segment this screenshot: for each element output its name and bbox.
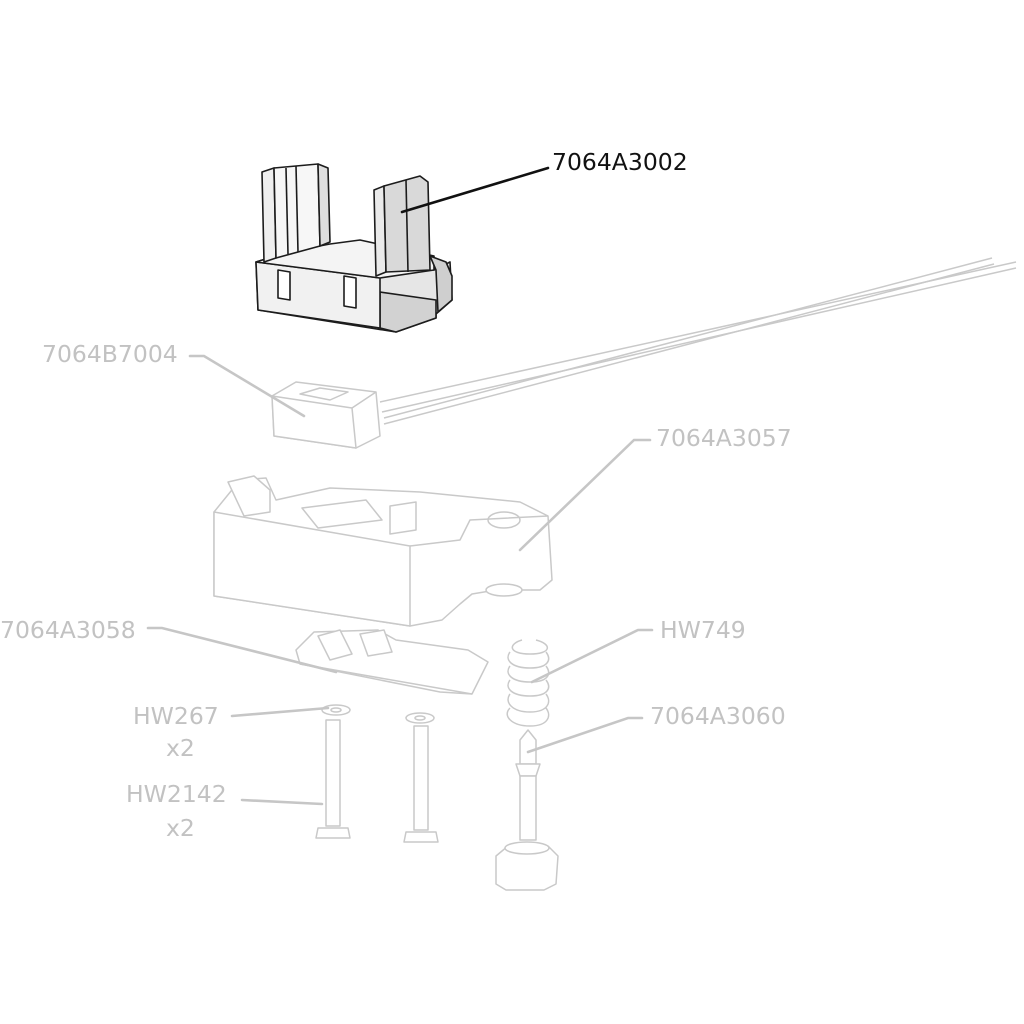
leader-line-washer <box>230 706 330 718</box>
plunger-part-7064A3060 <box>495 729 559 891</box>
leader-line-housing <box>518 438 652 552</box>
screw-parts-HW2142 <box>315 719 439 843</box>
label-sensor: 7064B7004 <box>42 340 178 368</box>
cradle-part-7064A3002 <box>255 163 453 333</box>
label-washer-qty: x2 <box>166 734 195 762</box>
spring-part-HW749 <box>506 639 550 727</box>
leader-line-cradle <box>400 166 550 214</box>
label-screw-qty: x2 <box>166 814 195 842</box>
leader-line-lever <box>146 626 338 674</box>
washer-parts-HW267 <box>321 704 435 724</box>
label-screw: HW2142 <box>126 780 227 808</box>
leader-line-plunger <box>526 716 644 754</box>
label-cradle: 7064A3002 <box>552 148 688 176</box>
label-plunger: 7064A3060 <box>650 702 786 730</box>
label-spring: HW749 <box>660 616 746 644</box>
label-housing: 7064A3057 <box>656 424 792 452</box>
housing-part-7064A3057 <box>213 475 553 627</box>
leader-line-sensor <box>188 354 306 418</box>
lever-part-7064A3058 <box>295 629 489 695</box>
label-washer: HW267 <box>133 702 219 730</box>
leader-line-screw <box>240 798 324 806</box>
label-lever: 7064A3058 <box>0 616 136 644</box>
leader-line-spring <box>530 628 654 684</box>
